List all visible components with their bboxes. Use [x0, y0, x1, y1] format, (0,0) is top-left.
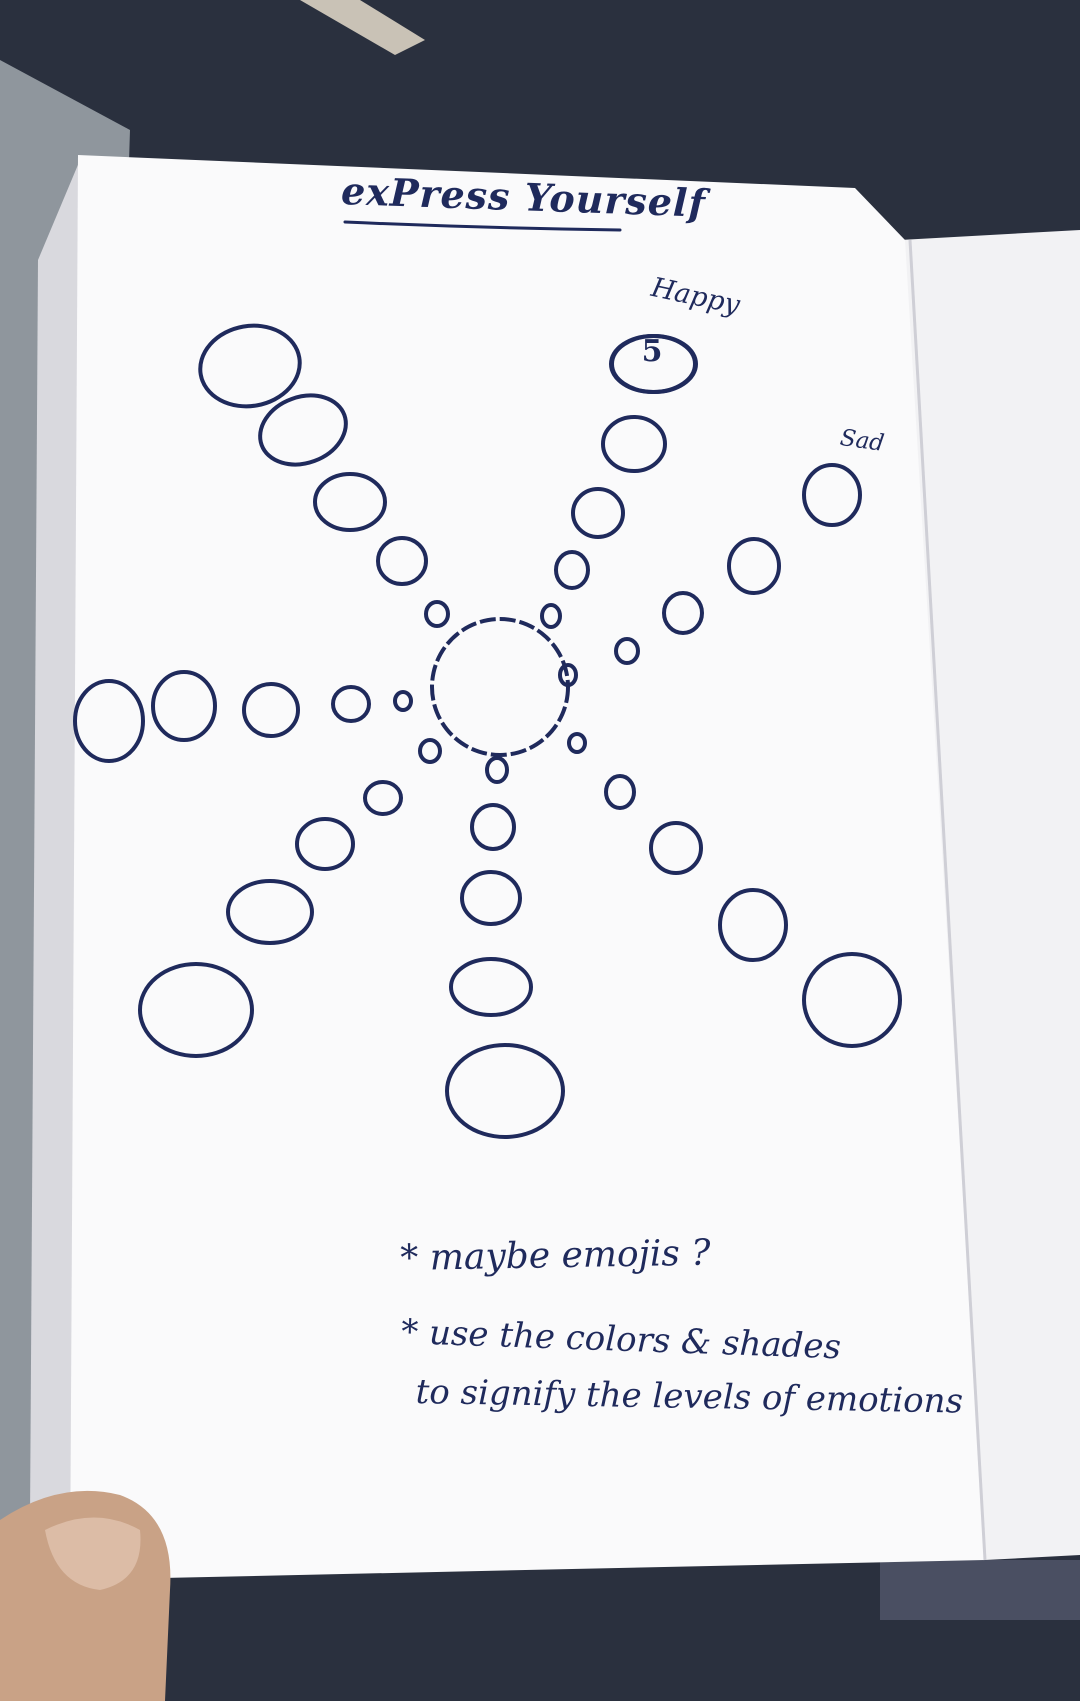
arm-upper-right-circle — [558, 663, 578, 687]
arm-lower-right-circle — [718, 888, 788, 962]
arm-upper-circle — [601, 415, 667, 473]
emotion-diagram — [73, 323, 902, 1139]
arm-lower-circle — [449, 957, 533, 1017]
arm-lower-circle — [460, 870, 522, 926]
arm-upper-left-circle — [376, 536, 428, 586]
arm-upper-left-circle — [424, 600, 450, 628]
arm-lower-circle — [445, 1043, 565, 1139]
arm-upper-circle — [571, 487, 625, 539]
arm-lower-left-circle — [138, 962, 254, 1058]
arm-upper-right-circle — [614, 637, 640, 665]
arm-upper-right-circle — [727, 537, 781, 595]
arm-upper-left-circle — [313, 472, 387, 532]
left-page — [70, 155, 985, 1580]
arm-lower-left-circle — [363, 780, 403, 816]
arm-lower-left-circle — [226, 879, 314, 945]
number-circle — [609, 334, 697, 394]
arm-lower-left-circle — [295, 817, 355, 871]
arm-left-circle — [73, 679, 145, 763]
arm-lower-right-circle — [604, 774, 636, 810]
page-stack — [30, 160, 80, 1560]
note-emojis: * maybe emojis ? — [400, 1232, 711, 1279]
arm-lower-circle — [470, 803, 516, 851]
arm-upper-right-circle — [662, 591, 704, 635]
arm-upper-circle — [540, 603, 562, 629]
right-page — [900, 230, 1080, 1560]
happy-level-number: 5 — [641, 334, 663, 369]
arm-lower-right-circle — [649, 821, 703, 875]
arm-lower-left-circle — [418, 738, 442, 764]
page-fold — [908, 239, 987, 1561]
fabric-strip — [880, 1560, 1080, 1620]
thumb-nail — [45, 1517, 141, 1590]
arm-upper-left-circle — [198, 323, 302, 409]
arm-upper-circle — [554, 550, 590, 590]
arm-lower-circle — [485, 756, 509, 784]
arm-upper-left-circle — [258, 393, 348, 467]
arm-left-circle — [331, 685, 371, 723]
arm-lower-right-circle — [567, 732, 587, 754]
arm-upper-right-circle — [802, 463, 862, 527]
desk-object — [300, 0, 425, 55]
arm-left-circle — [151, 670, 217, 742]
arm-lower-right-circle — [802, 952, 902, 1048]
arm-left-circle — [393, 690, 413, 712]
title-underline — [343, 220, 622, 232]
arm-left-circle — [242, 682, 300, 738]
